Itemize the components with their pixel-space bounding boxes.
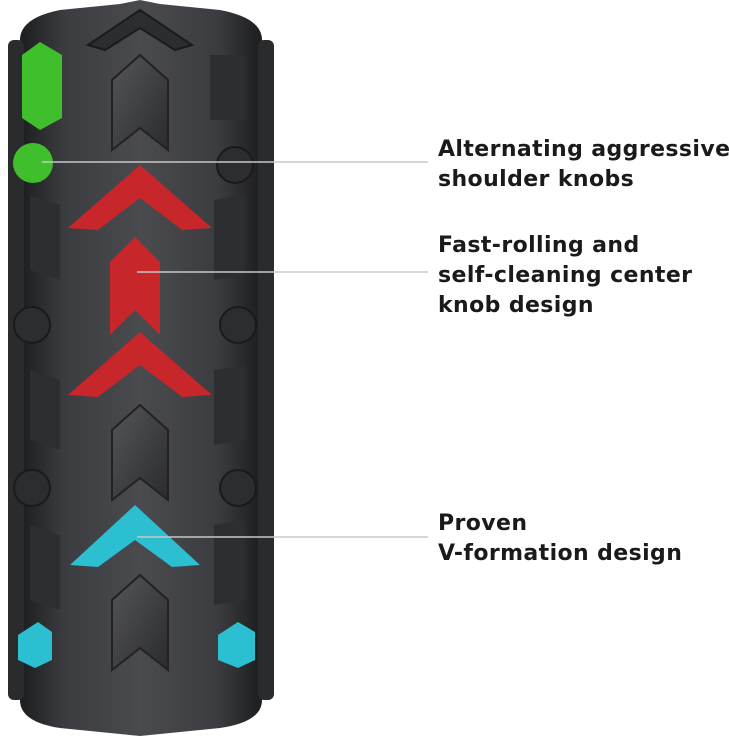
callout-line: Alternating aggressive xyxy=(438,137,729,162)
shoulder-knob-dark-l1 xyxy=(30,195,60,280)
tire-left-edge xyxy=(8,40,24,700)
vformation-knob-cyan xyxy=(70,505,200,567)
round-knob-l3 xyxy=(13,469,51,507)
round-knob-r1 xyxy=(216,146,254,184)
center-knob-grey-2 xyxy=(111,403,169,503)
callout-center-knob: Fast-rolling and self-cleaning center kn… xyxy=(438,231,692,321)
center-knob-red-3 xyxy=(68,332,212,397)
shoulder-knob-cyan-r xyxy=(218,622,255,668)
shoulder-knob-dark-l2 xyxy=(30,370,60,450)
round-knob-l2 xyxy=(13,306,51,344)
tire-body xyxy=(20,0,262,736)
tire-right-edge xyxy=(258,40,274,700)
shoulder-knob-green-1 xyxy=(22,42,62,130)
center-knob-red-1 xyxy=(68,165,212,230)
callout-line: knob design xyxy=(438,293,594,318)
callout-line: V-formation design xyxy=(438,541,683,566)
shoulder-knob-cyan-l xyxy=(18,622,52,668)
callout-line: Fast-rolling and xyxy=(438,233,640,258)
callout-line: self-cleaning center xyxy=(438,263,693,288)
round-knob-r2 xyxy=(219,306,257,344)
callout-line: Proven xyxy=(438,511,528,536)
top-chevron-knob xyxy=(85,8,195,52)
callout-line: shoulder knobs xyxy=(438,167,635,192)
shoulder-knob-green-2 xyxy=(13,143,53,183)
shoulder-knob-dark-r4 xyxy=(214,520,245,605)
shoulder-knob-dark-l3 xyxy=(30,525,60,610)
center-knob-red-2 xyxy=(110,237,160,335)
round-knob-r3 xyxy=(219,469,257,507)
center-knob-grey-1 xyxy=(111,53,169,153)
callout-shoulder-knobs: Alternating aggressive shoulder knobs xyxy=(438,135,729,195)
callout-v-formation: Proven V-formation design xyxy=(438,509,682,569)
shoulder-knob-dark-r1 xyxy=(210,55,245,120)
shoulder-knob-dark-r3 xyxy=(214,365,245,445)
center-knob-grey-3 xyxy=(111,573,169,673)
shoulder-knob-dark-r2 xyxy=(214,195,245,280)
